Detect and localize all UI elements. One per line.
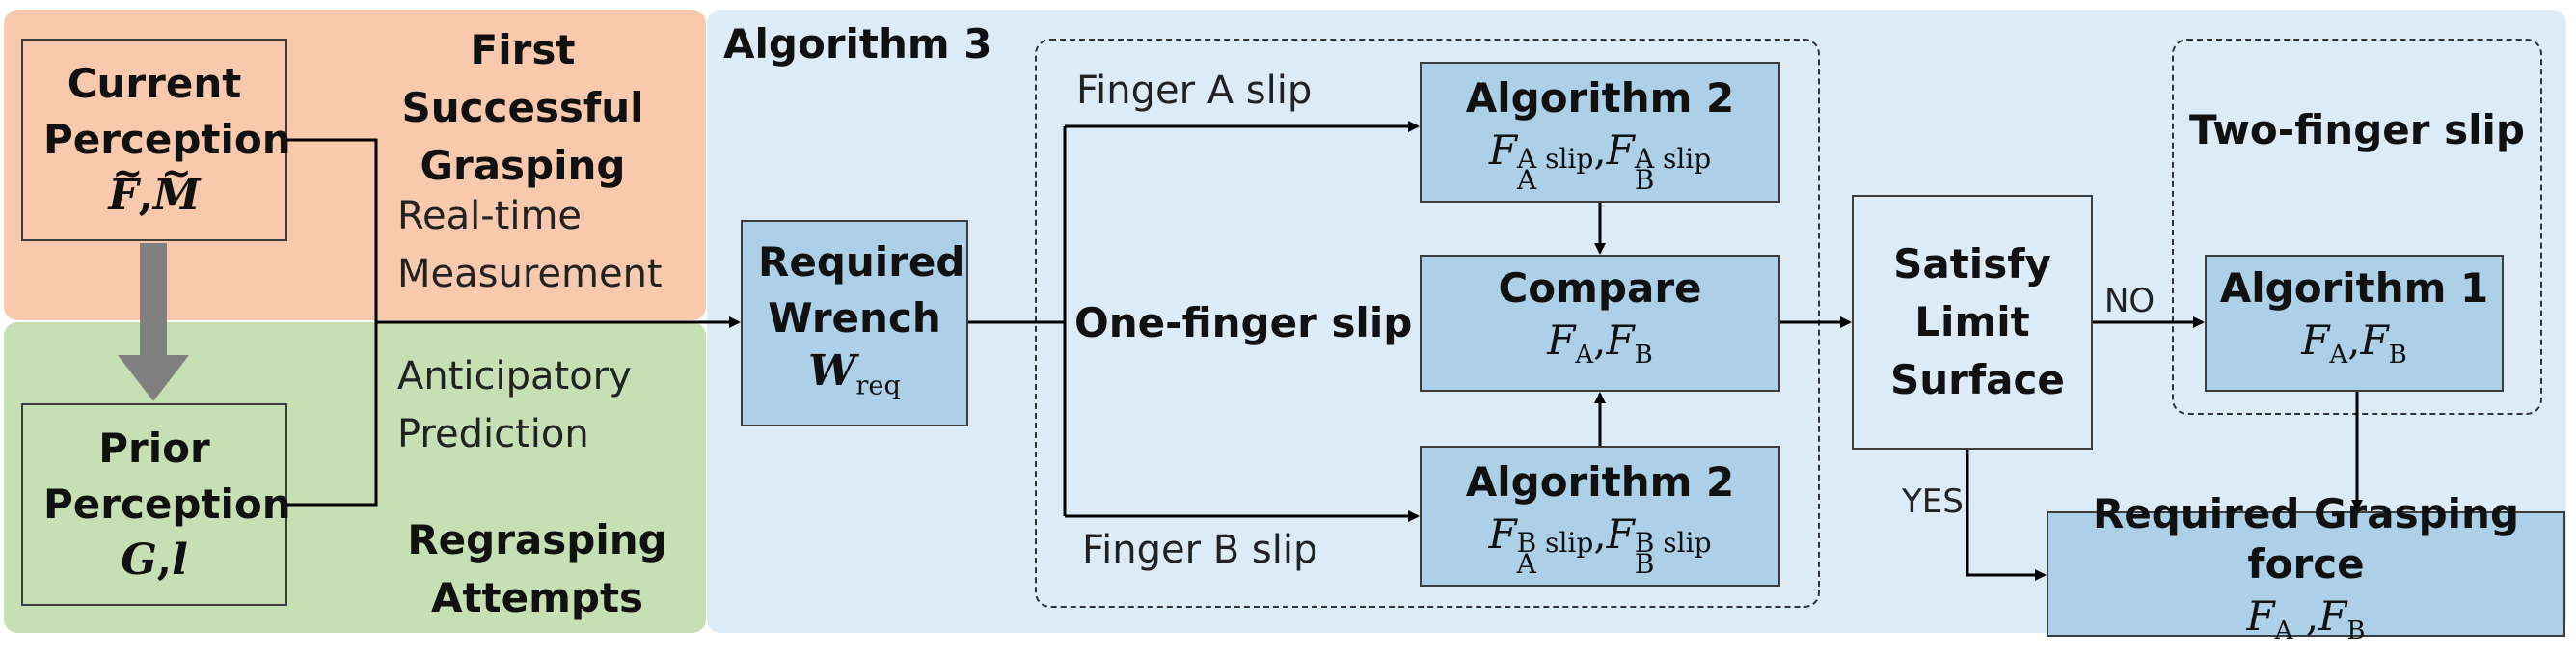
algorithm2-b-title: Algorithm 2 bbox=[1465, 457, 1735, 506]
sub-req: req bbox=[855, 371, 902, 401]
comma-1: , bbox=[138, 171, 153, 220]
tilde-mark-m: ~ bbox=[160, 151, 192, 194]
var-m: M bbox=[152, 171, 201, 220]
f1: F bbox=[1488, 125, 1517, 174]
var-f: F bbox=[108, 171, 139, 220]
two-finger-slip-label: Two-finger slip bbox=[2189, 106, 2525, 153]
compare-box: Compare FA,FB bbox=[1420, 255, 1780, 392]
finger-a-slip-label: Finger A slip bbox=[1076, 69, 1313, 113]
required-grasping-force-box: Required Grasping force FA ,FB bbox=[2047, 490, 2565, 646]
required-wrench-title: Required Wrench bbox=[758, 238, 965, 343]
a1comma: , bbox=[2347, 316, 2361, 365]
comma-a: , bbox=[1593, 125, 1607, 174]
realtime-label: Real-time Measurement bbox=[397, 194, 663, 296]
current-perception-title: Current Perception bbox=[43, 60, 291, 163]
required-wrench-var: Wreq bbox=[808, 346, 901, 412]
sup-2: A slip bbox=[1634, 143, 1712, 176]
prior-perception-title: Prior Perception bbox=[43, 425, 291, 528]
compare-forces: FA,FB bbox=[1547, 314, 1653, 382]
no-label: NO bbox=[2104, 282, 2156, 320]
cf2: F bbox=[1606, 316, 1635, 365]
gray-down-arrow bbox=[118, 243, 189, 401]
one-finger-slip-label: One-finger slip bbox=[1074, 299, 1413, 346]
required-grasping-force-vars: FA ,FB bbox=[2247, 590, 2366, 658]
sup-1: A slip bbox=[1516, 143, 1594, 176]
a1sub1: A bbox=[2329, 341, 2348, 371]
bsup-2: B slip bbox=[1634, 527, 1712, 560]
rf2: F bbox=[2318, 592, 2347, 641]
prior-perception-box: Prior Perception G,l bbox=[21, 403, 291, 606]
a1sub2: B bbox=[2388, 341, 2407, 371]
algorithm2-a-title: Algorithm 2 bbox=[1465, 73, 1735, 122]
rsub2: B bbox=[2346, 617, 2366, 646]
tilde-m: ~ M bbox=[152, 151, 201, 224]
tilde-mark-f: ~ bbox=[112, 151, 144, 194]
var-w: W bbox=[807, 346, 856, 397]
a1f1: F bbox=[2301, 316, 2330, 365]
rcomma: , bbox=[2292, 592, 2319, 641]
compare-title: Compare bbox=[1498, 264, 1702, 313]
satisfy-limit-surface-box: Satisfy Limit Surface bbox=[1852, 195, 2093, 450]
tilde-f: ~ F bbox=[108, 151, 143, 224]
bsup-1: B slip bbox=[1516, 527, 1594, 560]
var-g: G bbox=[121, 535, 157, 585]
comma-2: , bbox=[156, 535, 173, 585]
cf1: F bbox=[1547, 316, 1576, 365]
yes-arrow bbox=[1966, 450, 2047, 581]
sub-1: A bbox=[1516, 164, 1537, 197]
regrasping-label: Regrasping Attempts bbox=[407, 516, 667, 621]
ccomma: , bbox=[1593, 316, 1607, 365]
satisfy-limit-surface-label: Satisfy Limit Surface bbox=[1890, 240, 2065, 403]
yes-label: YES bbox=[1902, 482, 1964, 521]
csub1: A bbox=[1575, 341, 1594, 371]
algorithm1-forces: FA,FB bbox=[2301, 314, 2407, 382]
rsub1: A bbox=[2274, 617, 2293, 646]
bcomma: , bbox=[1593, 509, 1607, 558]
a1f2: F bbox=[2360, 316, 2389, 365]
bf2: F bbox=[1606, 509, 1635, 558]
current-perception-box: Current Perception ~ F, ~ M bbox=[21, 39, 291, 241]
algorithm1-box: Algorithm 1 FA,FB bbox=[2205, 255, 2504, 392]
sub-2: B bbox=[1634, 164, 1655, 197]
anticipatory-label: Anticipatory Prediction bbox=[397, 354, 632, 456]
first-success-label: First Successful Grasping bbox=[401, 26, 644, 189]
algorithm3-title: Algorithm 3 bbox=[723, 20, 992, 68]
bf1: F bbox=[1488, 509, 1517, 558]
rf1: F bbox=[2246, 592, 2275, 641]
finger-b-slip-label: Finger B slip bbox=[1082, 528, 1318, 572]
var-l: l bbox=[172, 535, 188, 585]
prior-perception-vars: G,l bbox=[121, 533, 188, 589]
bsub-1: A bbox=[1516, 548, 1536, 581]
current-to-merge-line bbox=[287, 138, 378, 507]
required-wrench-box: Required Wrench Wreq bbox=[741, 220, 968, 426]
algorithm1-title: Algorithm 1 bbox=[2219, 264, 2489, 313]
required-grasping-force-title: Required Grasping force bbox=[2092, 490, 2520, 589]
csub2: B bbox=[1634, 341, 1653, 371]
f2: F bbox=[1606, 125, 1635, 174]
current-perception-vars: ~ F, ~ M bbox=[108, 151, 201, 224]
bsub-2: B bbox=[1634, 548, 1655, 581]
